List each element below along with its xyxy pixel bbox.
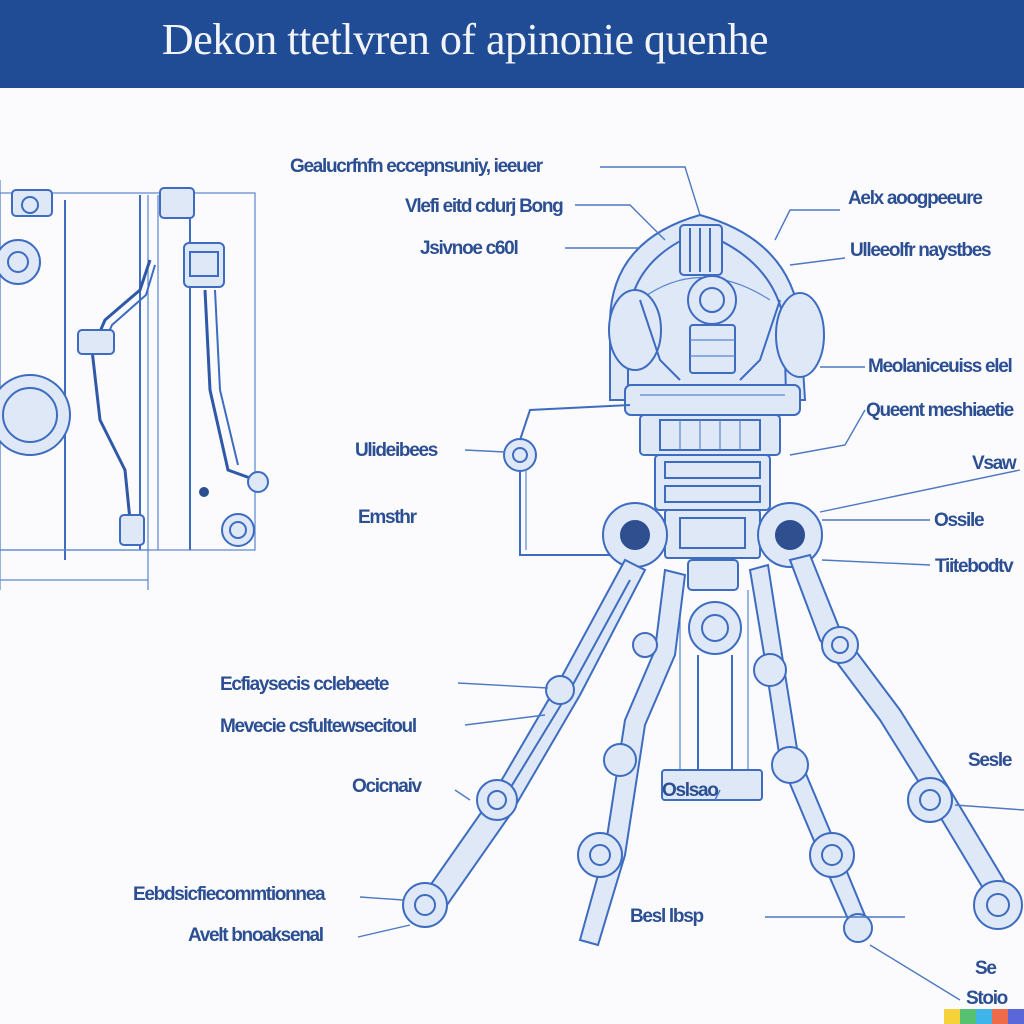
callout-label: Emsthr [358, 507, 417, 528]
strip-segment [976, 1009, 992, 1024]
callout-label: Ecfiaysecis cclebeete [220, 674, 389, 695]
callout-label: Aelx aoogpeeure [848, 188, 983, 209]
leader-lines [357, 166, 1024, 1001]
blueprint-drawing: .s { fill:none; stroke:#3d6cc0; stroke-w… [0, 166, 1024, 1001]
color-strip-watermark [944, 1009, 1024, 1024]
callout-label: Sesle [968, 750, 1012, 771]
callout-label: Tiitebodtv [935, 556, 1014, 577]
callout-label: Ulideibees [355, 440, 438, 461]
robot-legs [402, 553, 1023, 947]
callout-label: Avelt bnoaksenal [188, 925, 324, 946]
robot-head [608, 213, 825, 416]
callout-label: Besl lbsp [630, 906, 704, 927]
callout-label: Gealucrfnfn eccepnsuniy, ieeuer [290, 156, 543, 177]
callout-label: Mevecie csfultewsecitoul [220, 716, 417, 737]
robot-side-bracket [503, 404, 631, 556]
callout-label: Ossile [934, 510, 985, 531]
strip-segment [960, 1009, 976, 1024]
callout-label: Queent meshiaetie [866, 400, 1014, 421]
strip-segment [944, 1009, 960, 1024]
left-machine-panel [0, 180, 269, 590]
callout-label: Eebdsicfiecommtionnea [133, 884, 326, 905]
callout-label: Stoio [966, 988, 1008, 1009]
callout-label: Vsaw [972, 453, 1017, 474]
callout-label: Ulleeolfr naystbes [850, 240, 992, 261]
callout-label: Se [975, 958, 997, 979]
callout-label: Ocicnaiv [352, 776, 422, 797]
page-title: Dekon ttetlvren of apinonie quenhe [161, 15, 769, 64]
callout-label: Oslsao [662, 780, 719, 801]
title-banner: Dekon ttetlvren of apinonie quenhe [0, 0, 1024, 88]
strip-segment [1008, 1009, 1024, 1024]
strip-segment [992, 1009, 1008, 1024]
callout-label: Vlefi eitd cdurj Bong [405, 196, 564, 217]
callout-label: Jsivnoe c60l [420, 238, 519, 259]
robot-torso [602, 414, 823, 801]
callout-label: Meolaniceuiss elel [868, 356, 1013, 377]
